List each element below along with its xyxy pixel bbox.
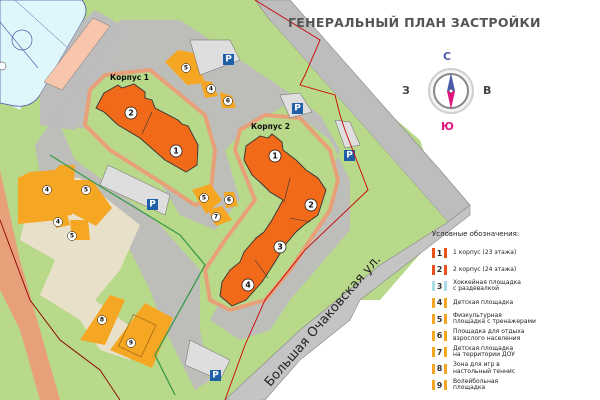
legend: Условные обозначения: 1 1 корпус (23 эта…	[432, 230, 600, 394]
svg-text:2: 2	[128, 109, 134, 118]
svg-text:P: P	[346, 151, 353, 161]
hockey-rink	[0, 0, 87, 110]
left-plaza: 4 5 4 5 8 9	[18, 165, 173, 368]
legend-badge: 7	[432, 347, 447, 358]
page-title: ГЕНЕРАЛЬНЫЙ ПЛАН ЗАСТРОЙКИ	[288, 15, 541, 30]
legend-badge: 1	[432, 248, 447, 259]
korpus2-label: Корпус 2	[251, 122, 290, 131]
top-playgrounds: 5 4 6	[165, 50, 236, 108]
legend-item-4: 4 Детская площадка	[432, 295, 600, 312]
svg-text:8: 8	[100, 317, 104, 324]
left-edge-road	[0, 170, 60, 400]
green-strip-east	[270, 20, 448, 300]
compass-west-label: З	[402, 84, 410, 97]
korpus2-lawn	[202, 112, 341, 313]
section-markers: 2 1 1 2 3 4	[124, 106, 318, 292]
legend-badge: 9	[432, 380, 447, 391]
svg-text:4: 4	[245, 281, 251, 290]
svg-text:3: 3	[277, 243, 283, 252]
parking-badges: P P P P P	[147, 54, 355, 381]
rink-road	[40, 10, 130, 130]
legend-item-1: 1 1 корпус (23 этажа)	[432, 245, 600, 262]
svg-text:5: 5	[70, 233, 74, 240]
svg-text:9: 9	[129, 340, 133, 347]
korpus2-building	[219, 133, 327, 307]
svg-text:4: 4	[56, 219, 60, 226]
compass: С З В Ю	[402, 50, 492, 140]
compass-east-label: В	[483, 84, 492, 97]
svg-text:P: P	[212, 371, 219, 381]
korpus1-label: Корпус 1	[110, 73, 149, 82]
legend-badge: 8	[432, 363, 447, 374]
legend-badge: 3	[432, 281, 447, 292]
svg-text:P: P	[225, 55, 232, 65]
svg-text:P: P	[149, 200, 156, 210]
legend-badge: 2	[432, 264, 447, 275]
compass-south-label: Ю	[441, 120, 454, 133]
pink-pad	[43, 17, 111, 91]
legend-text: 2 корпус (24 этажа)	[453, 265, 517, 273]
svg-text:P: P	[294, 104, 301, 114]
legend-badge: 4	[432, 297, 447, 308]
svg-text:7: 7	[214, 214, 218, 221]
svg-text:6: 6	[227, 197, 231, 204]
legend-item-2: 2 2 корпус (24 этажа)	[432, 262, 600, 279]
site-boundary-west	[0, 219, 121, 400]
legend-badge: 5	[432, 314, 447, 325]
svg-text:6: 6	[226, 98, 230, 105]
legend-text: 1 корпус (23 этажа)	[453, 249, 517, 256]
compass-north-label: С	[443, 50, 452, 63]
site-boundary	[224, 0, 369, 400]
legend-text: Детская площадка	[453, 298, 514, 306]
middle-playgrounds: 5 6 7	[192, 184, 238, 226]
svg-text:5: 5	[84, 187, 88, 194]
svg-text:5: 5	[202, 195, 206, 202]
street-road-lower	[230, 290, 360, 400]
legend-title: Условные обозначения:	[432, 230, 520, 238]
svg-text:1: 1	[173, 147, 179, 156]
svg-text:4: 4	[209, 86, 213, 93]
svg-text:5: 5	[184, 65, 188, 72]
svg-text:1: 1	[272, 152, 278, 161]
svg-text:4: 4	[45, 187, 49, 194]
legend-badge: 6	[432, 330, 447, 341]
svg-text:2: 2	[308, 201, 314, 210]
green-fence	[49, 154, 206, 396]
compass-rose-icon	[428, 68, 474, 114]
